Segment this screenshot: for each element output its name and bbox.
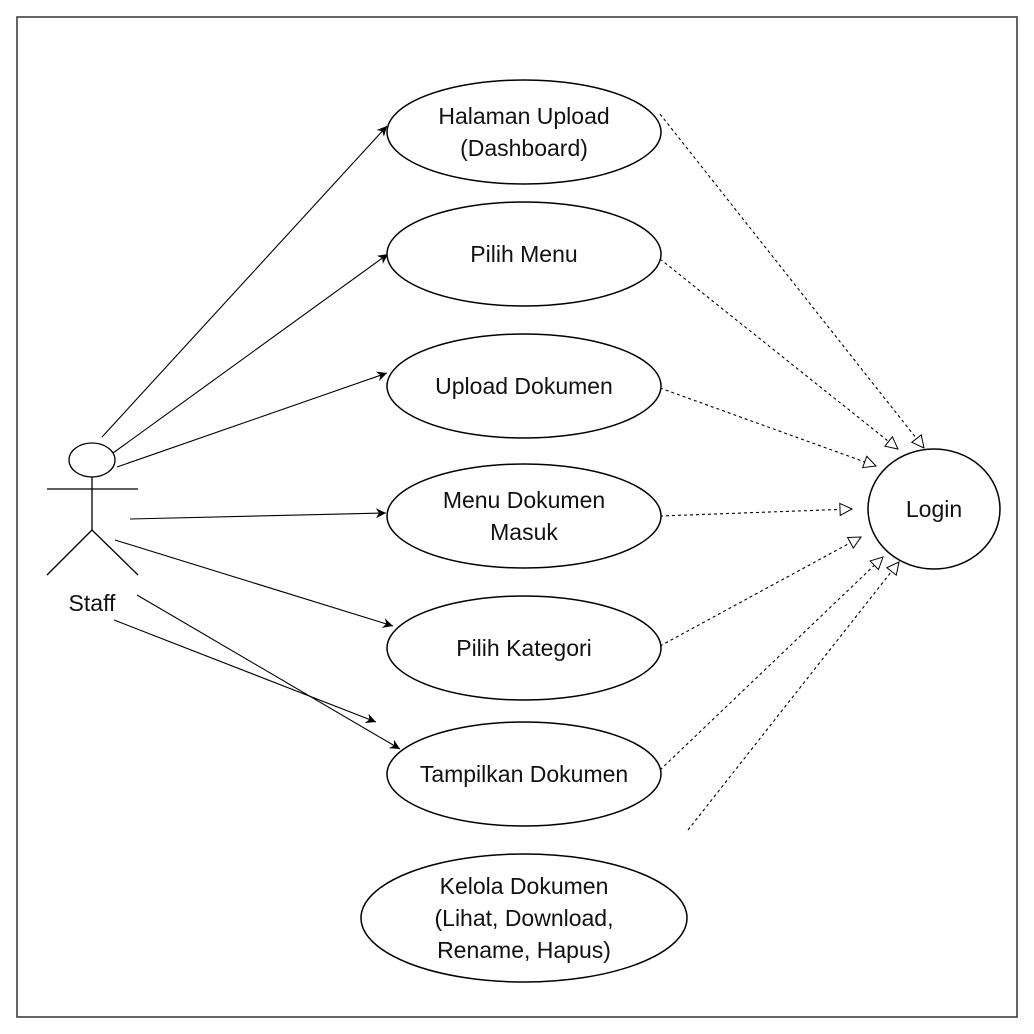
dependency-line-halaman-upload xyxy=(659,113,924,448)
dependency-line-menu-dokumen-masuk xyxy=(659,509,852,517)
association-line-pilih-kategori xyxy=(114,539,394,628)
use-case-pilih-menu-label-line: Pilih Menu xyxy=(470,241,577,267)
actor-staff[interactable]: Staff xyxy=(46,442,139,616)
use-case-kelola-dokumen[interactable]: Kelola Dokumen (Lihat, Download, Rename, H… xyxy=(360,853,688,983)
use-case-login[interactable]: Login xyxy=(867,448,1001,570)
actor-right-leg xyxy=(91,529,139,576)
dependency-line-upload-dokumen xyxy=(659,387,876,466)
use-case-tampilkan-dokumen-label-line: Tampilkan Dokumen xyxy=(420,761,628,787)
use-case-halaman-upload-shape xyxy=(386,79,662,185)
use-case-upload-dokumen-shape xyxy=(386,333,662,439)
connectors xyxy=(101,113,924,831)
use-case-pilih-menu-shape xyxy=(386,201,662,307)
use-case-upload-dokumen[interactable]: Upload Dokumen xyxy=(386,333,662,439)
use-case-menu-dokumen-masuk-label-line: Masuk xyxy=(490,519,558,545)
association-line-tampilkan-dokumen xyxy=(136,594,401,750)
use-case-login-label-line: Login xyxy=(906,496,962,522)
use-case-menu-dokumen-masuk-label-line: Menu Dokumen xyxy=(443,487,605,513)
actor-label: Staff xyxy=(69,590,116,616)
use-case-pilih-kategori-shape xyxy=(386,595,662,701)
use-case-kelola-dokumen-label-line: Rename, Hapus) xyxy=(437,937,611,963)
use-case-kelola-dokumen-label-line: Kelola Dokumen xyxy=(440,873,609,899)
use-case-menu-dokumen-masuk-shape xyxy=(386,463,662,569)
association-line-pilih-menu xyxy=(112,253,389,454)
actor-left-leg xyxy=(46,529,93,576)
dependency-line-kelola-dokumen xyxy=(687,562,899,831)
use-cases: Halaman Upload (Dashboard) Pilih MenuUploa… xyxy=(360,79,1001,983)
use-case-halaman-upload-label-line: Halaman Upload xyxy=(438,103,609,129)
use-case-kelola-dokumen-label-line: (Lihat, Download, xyxy=(435,905,614,931)
use-case-login-shape xyxy=(867,448,1001,570)
use-case-halaman-upload-label-line: (Dashboard) xyxy=(460,135,588,161)
use-case-pilih-kategori-label-line: Pilih Kategori xyxy=(456,635,592,661)
use-case-upload-dokumen-label-line: Upload Dokumen xyxy=(435,373,613,399)
use-case-pilih-kategori[interactable]: Pilih Kategori xyxy=(386,595,662,701)
association-line-upload-dokumen xyxy=(116,371,388,468)
association-line-kelola-dokumen xyxy=(113,619,377,724)
association-line-menu-dokumen-masuk xyxy=(129,508,387,520)
use-case-halaman-upload[interactable]: Halaman Upload (Dashboard) xyxy=(386,79,662,185)
use-case-pilih-menu[interactable]: Pilih Menu xyxy=(386,201,662,307)
use-case-tampilkan-dokumen-shape xyxy=(386,721,662,827)
dependency-line-pilih-kategori xyxy=(659,537,861,647)
dependency-line-pilih-menu xyxy=(659,258,898,449)
use-case-tampilkan-dokumen[interactable]: Tampilkan Dokumen xyxy=(386,721,662,827)
actor-head xyxy=(68,442,116,478)
use-case-kelola-dokumen-shape xyxy=(360,853,688,983)
association-line-halaman-upload xyxy=(101,125,388,438)
